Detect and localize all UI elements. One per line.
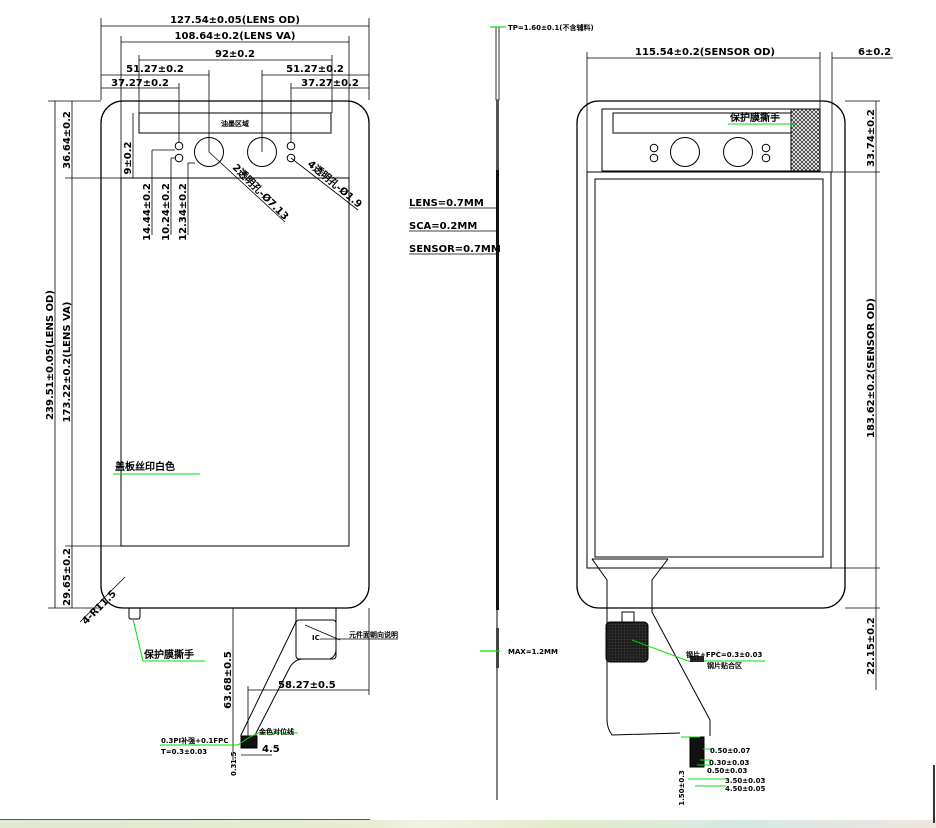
dim-fpc-height: 63.68±0.5 [223, 651, 234, 709]
dim-left-37: 37.27±0.2 [111, 78, 169, 89]
fpc-tail-contact [240, 735, 258, 749]
dim-sensor-width: 115.54±0.2(SENSOR OD) [635, 47, 775, 58]
dim-tail-1: 0.50±0.07 [710, 747, 751, 755]
dim-hole-12: 12.34±0.2 [178, 183, 189, 241]
dim-tail-2: 0.30±0.03 [709, 759, 750, 767]
dim-sensor-height: 183.62±0.2(SENSOR OD) [866, 298, 877, 438]
ic-note: 元件面朝向说明 [349, 630, 398, 639]
front-lens-outline [100, 100, 370, 609]
sensor-active [594, 178, 824, 558]
dim-top-33: 33.74±0.2 [866, 109, 877, 167]
back-labels: 115.54±0.2(SENSOR OD) 6±0.2 33.74±0.2 18… [635, 47, 891, 806]
back-view [576, 52, 893, 768]
dim-fpc-small-2: 0.3 [230, 763, 238, 776]
ic-label: IC [312, 634, 320, 642]
fpc-note-2: T=0.3±0.03 [161, 748, 207, 756]
hole-small [174, 153, 184, 163]
hole-small [286, 153, 296, 163]
silk-note: 盖板丝印白色 [115, 460, 175, 473]
title-block-edge [933, 765, 935, 823]
sensor-outline [586, 171, 832, 569]
dim-tail-4: 3.50±0.03 [725, 777, 766, 785]
hole-small-label: 4透明孔-Ø1.9 [305, 157, 365, 210]
tp-thickness-label: TP=1.60±0.1(不含辅料) [508, 23, 594, 32]
lens-thickness-label: LENS=0.7MM [409, 198, 484, 209]
dim-lens-od-height: 239.51±0.05(LENS OD) [45, 290, 56, 420]
dim-lens-od-width: 127.54±0.05(LENS OD) [170, 15, 300, 26]
window-edge-line [0, 819, 370, 820]
dim-top-9: 9±0.2 [123, 141, 134, 174]
ic-area [295, 619, 337, 660]
fpc-tail-note: 金色对位线 [258, 727, 294, 736]
dim-hole-10: 10.24±0.2 [161, 183, 172, 241]
peel-tab-hatch[interactable] [790, 108, 821, 172]
sensor-thickness-label: SENSOR=0.7MM [409, 244, 501, 255]
dim-left-51: 51.27±0.2 [126, 64, 184, 75]
stiffener-legend-swatch [690, 656, 704, 662]
dim-lens-va-width: 108.64±0.2(LENS VA) [175, 31, 296, 42]
dim-bottom-border: 29.65±0.2 [62, 548, 73, 606]
ink-area-label: 油墨区域 [221, 119, 249, 128]
dim-tail-length: 1.50±0.3 [678, 770, 686, 806]
stiffener-legend: 钢片贴合区 [707, 661, 742, 670]
side-view: TP=1.60±0.1(不含辅料) LENS=0.7MM SCA=0.2MM S… [409, 23, 594, 800]
fpc-front [240, 608, 337, 748]
front-labels: 127.54±0.05(LENS OD) 108.64±0.2(LENS VA)… [45, 15, 398, 776]
front-leaders [113, 473, 298, 746]
hole-large-label: 2透明孔-Ø7.13 [230, 161, 292, 223]
dim-fpc-offset: 58.27±0.5 [278, 680, 336, 691]
back-tail-contact [689, 736, 705, 768]
front-view [48, 18, 398, 760]
dim-tail-3: 0.50±0.03 [707, 767, 748, 775]
stiffener-note: 钢片+FPC=0.3±0.03 [686, 650, 762, 659]
dim-right-51: 51.27±0.2 [286, 64, 344, 75]
dim-fpc-width: 4.5 [262, 744, 280, 755]
ink-area [138, 112, 332, 134]
peel-tab-label: 保护膜撕手 [143, 648, 194, 661]
max-thickness-label: MAX=1.2MM [508, 648, 558, 656]
dim-hole-14: 14.44±0.2 [142, 183, 153, 241]
fpc-back [591, 558, 711, 736]
front-view-area [120, 177, 350, 547]
hole-small [286, 141, 296, 151]
back-leaders [631, 123, 795, 787]
peel-tab-front [128, 608, 141, 620]
dim-top-border: 36.64±0.2 [62, 111, 73, 169]
back-peel-tab-label: 保护膜撕手 [729, 111, 780, 124]
hole-small [174, 141, 184, 151]
dim-hole-span: 92±0.2 [215, 49, 255, 60]
window-bottom-bar [0, 820, 936, 828]
stiffener-area [605, 621, 649, 663]
dim-tail-5: 4.50±0.05 [725, 785, 766, 793]
front-dimensions [48, 18, 398, 760]
dim-right-37: 37.27±0.2 [301, 78, 359, 89]
back-top-frame [601, 108, 821, 172]
back-lens-outline [576, 100, 846, 609]
dim-offset-6: 6±0.2 [858, 47, 891, 58]
dim-lens-va-height: 173.22±0.2(LENS VA) [62, 302, 73, 423]
dim-bottom-22: 22.15±0.2 [866, 617, 877, 675]
fpc-note-1: 0.3PI补强+0.1FPC [161, 736, 228, 745]
sca-thickness-label: SCA=0.2MM [409, 221, 477, 232]
dim-fpc-small-1: 1.5 [230, 751, 238, 764]
